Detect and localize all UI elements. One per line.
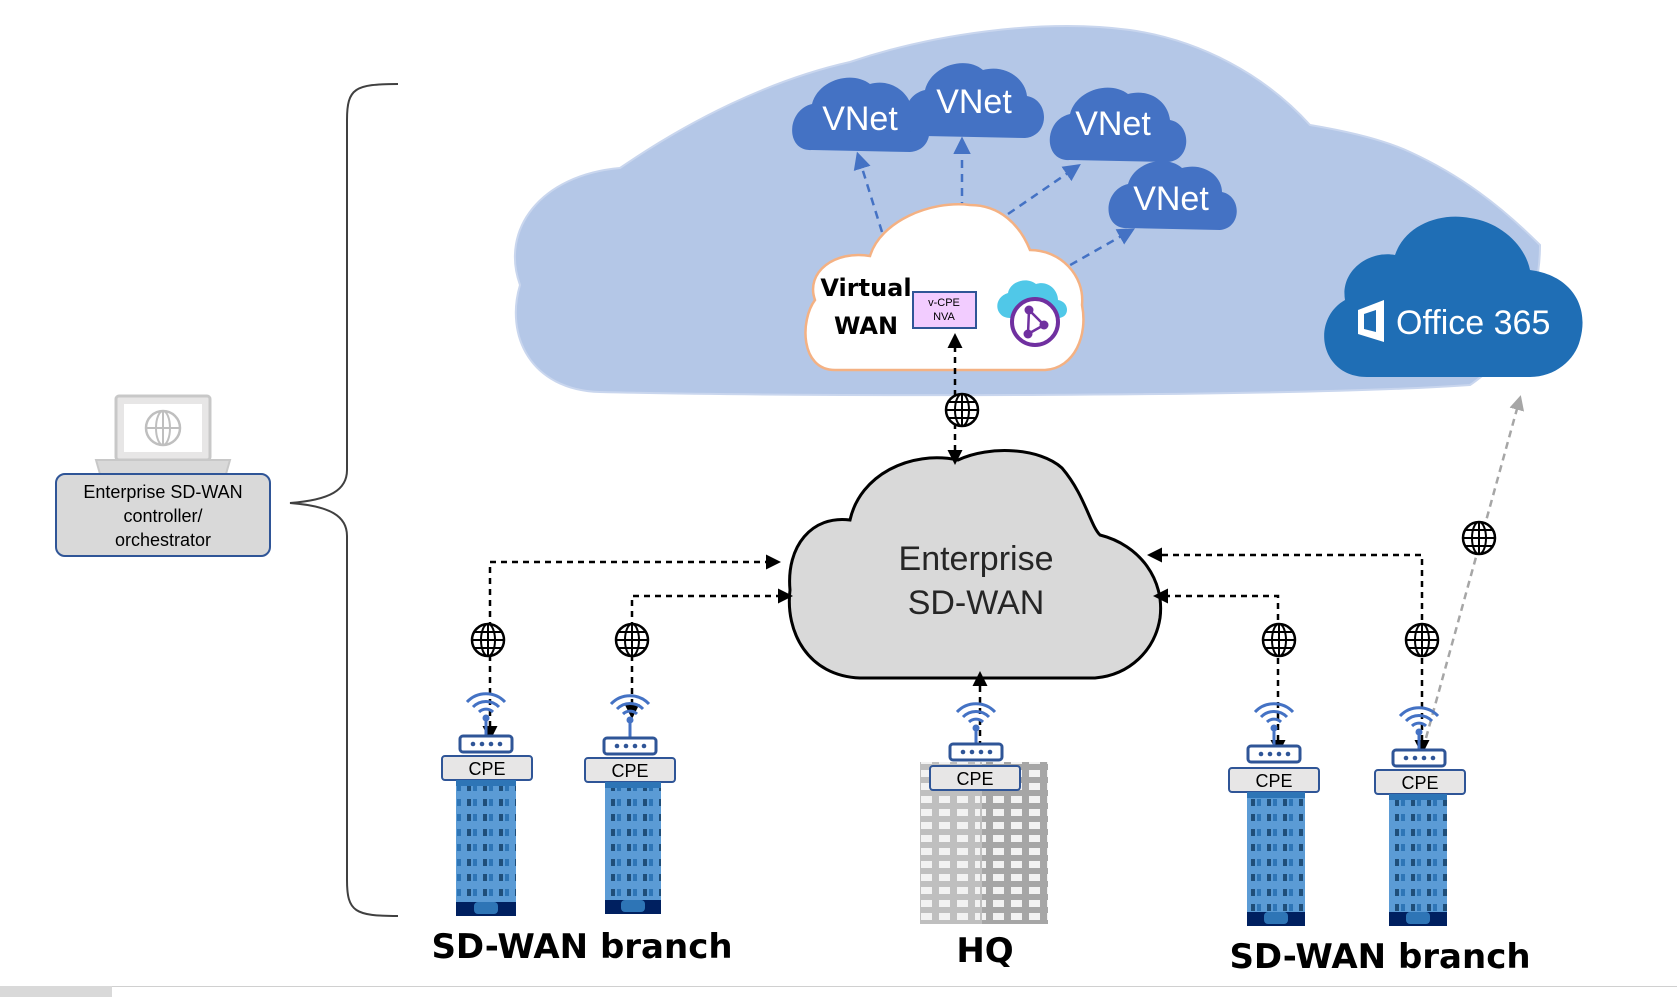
virtual-wan-label-line2: WAN — [834, 312, 898, 340]
vnet-cloud-4: VNet — [1108, 161, 1237, 230]
controller-label-line2: controller/ — [123, 506, 202, 526]
cpe-label: CPE — [468, 759, 505, 779]
enterprise-sdwan-label-line1: Enterprise — [899, 540, 1054, 578]
controller-label-line3: orchestrator — [115, 530, 211, 550]
branch-building-3: CPE — [1228, 702, 1320, 926]
vnet-label-1: VNet — [822, 100, 898, 138]
office-logo-icon — [1358, 300, 1384, 342]
branch-building-2: CPE — [584, 694, 676, 914]
left-branch-label: SD-WAN branch — [431, 927, 732, 967]
vnet-cloud-2: VNet — [904, 63, 1045, 139]
cpe-label: CPE — [611, 761, 648, 781]
internet-globe-icon — [614, 622, 650, 658]
enterprise-sdwan-label-line2: SD-WAN — [908, 584, 1045, 622]
laptop-icon — [94, 394, 232, 475]
virtual-wan-label-line1: Virtual — [820, 274, 911, 302]
controller-box: Enterprise SD-WAN controller/ orchestrat… — [55, 473, 271, 557]
vnet-connectors — [853, 136, 1136, 274]
virtual-wan-cloud: Virtual WAN v-CPE NVA — [804, 203, 1085, 372]
wireless-icon — [1253, 702, 1295, 750]
internet-globe-icon — [1404, 622, 1440, 658]
cpe-label: CPE — [956, 769, 993, 789]
office365-connector — [1424, 395, 1525, 739]
internet-globe-icon — [470, 622, 506, 658]
vnet-label-3: VNet — [1075, 105, 1151, 143]
nva-label-line2: NVA — [933, 311, 955, 323]
enterprise-sdwan-cloud: Enterprise SD-WAN — [787, 449, 1163, 680]
bottom-edge-tab — [0, 986, 112, 997]
wireless-icon — [465, 692, 507, 740]
controller-label-line1: Enterprise SD-WAN — [83, 482, 242, 502]
vnet-cloud-3: VNet — [1049, 87, 1187, 162]
curly-brace — [289, 83, 399, 917]
vnet-label-4: VNet — [1133, 180, 1209, 218]
branch-building-4: CPE — [1374, 706, 1466, 926]
vnet-cloud-1: VNet — [792, 77, 930, 152]
internet-globe-icon — [1261, 622, 1297, 658]
internet-globe-icon — [1461, 520, 1497, 556]
router-icon — [1391, 748, 1447, 768]
office365-label: Office 365 — [1396, 304, 1550, 342]
right-branch-label: SD-WAN branch — [1229, 937, 1530, 977]
hq-building: CPE — [920, 702, 1048, 924]
router-icon — [458, 734, 514, 754]
router-icon — [1246, 744, 1302, 764]
cpe-label: CPE — [1401, 773, 1438, 793]
branch-building-1: CPE — [441, 692, 533, 916]
virtual-wan-icon — [997, 280, 1067, 347]
azure-cloud — [514, 25, 1542, 397]
wireless-icon — [955, 702, 997, 750]
nva-box: v-CPE NVA — [912, 291, 977, 329]
hq-label: HQ — [956, 931, 1013, 971]
cpe-label: CPE — [1255, 771, 1292, 791]
office365-cloud: Office 365 — [1324, 216, 1583, 378]
internet-globe-icon — [944, 392, 980, 428]
wireless-icon — [609, 694, 651, 742]
vnet-label-2: VNet — [936, 83, 1012, 121]
router-icon — [602, 736, 658, 756]
nva-label-line1: v-CPE — [928, 297, 960, 309]
bottom-edge-bar — [0, 986, 1677, 998]
router-icon — [948, 742, 1004, 762]
